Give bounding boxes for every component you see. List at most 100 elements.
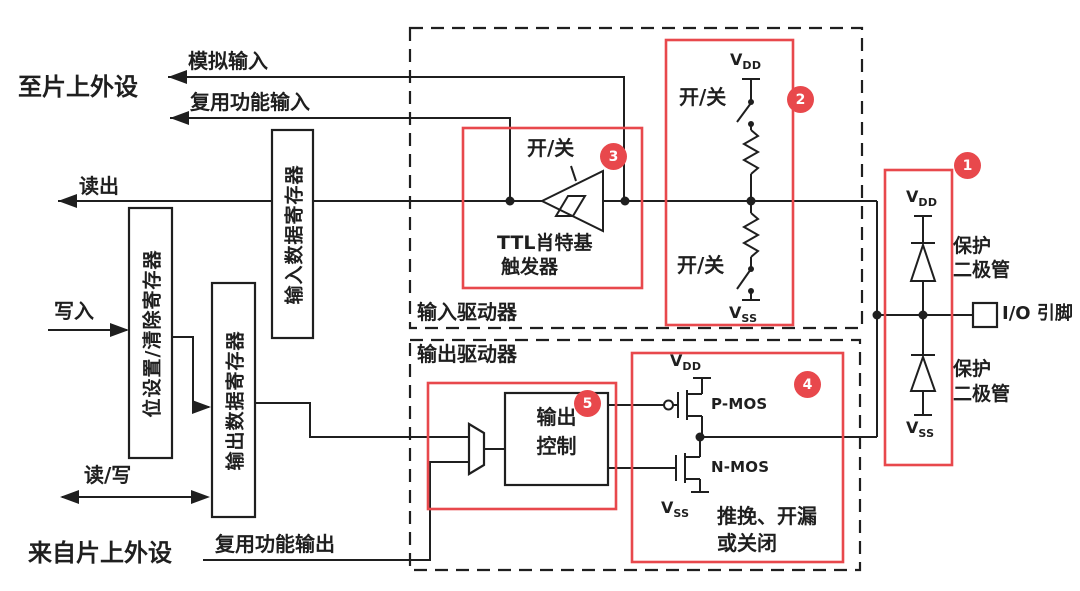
reg-input-data: 输入数据寄存器 xyxy=(272,130,313,338)
arrow-rw-left xyxy=(60,490,79,504)
label-protect-bottom-2: 二极管 xyxy=(953,383,1011,405)
output-control-label-1: 输出 xyxy=(536,405,577,429)
highlight-box-2-pull xyxy=(664,38,795,327)
box-output-data-register xyxy=(210,281,257,519)
vss-sub: SS xyxy=(918,427,935,440)
label-analog-input: 模拟输入 xyxy=(188,49,268,73)
diode-top-icon xyxy=(909,241,937,282)
vdd-protect-label: VDD xyxy=(906,187,938,209)
vdd-text: V xyxy=(906,187,919,206)
reg-input-data-label: 输入数据寄存器 xyxy=(283,163,306,305)
wire-odr-to-mux xyxy=(255,402,469,438)
vss-text: V xyxy=(729,303,742,322)
diode-bottom-icon xyxy=(909,353,937,392)
junction-dot xyxy=(505,196,515,206)
label-alt-func-input: 复用功能输入 xyxy=(190,90,310,114)
highlight-box-1-protection xyxy=(883,168,954,467)
vdd-sub: DD xyxy=(742,59,762,72)
label-protect-top-2: 二极管 xyxy=(953,259,1011,281)
badge-5: 5 xyxy=(574,390,601,417)
wire-alt-func-input xyxy=(170,117,511,201)
output-driver-frame xyxy=(408,338,862,572)
vdd-sub: DD xyxy=(918,196,938,209)
wires xyxy=(48,76,973,561)
badge-4: 4 xyxy=(794,371,821,398)
switch-contact-dot xyxy=(748,99,754,105)
label-write-in: 写入 xyxy=(54,299,94,323)
label-schmitt-name-1: TTL肖特基 xyxy=(497,232,593,254)
vdd-mos-label: VDD xyxy=(670,351,702,373)
highlight-box-4-mos xyxy=(630,351,845,564)
arrow-af-input-left xyxy=(170,111,189,125)
reg-bit-set-clear-label: 位设置/清除寄存器 xyxy=(141,249,164,417)
pullup-resistor xyxy=(741,129,761,175)
vdd-text: V xyxy=(670,351,683,370)
wire-schmitt-onoff-pointer xyxy=(570,165,577,182)
vss-pull-label: VSS xyxy=(729,303,757,325)
label-pullup-onoff: 开/关 xyxy=(679,85,727,109)
label-pulldown-onoff: 开/关 xyxy=(677,253,725,277)
box-bit-set-clear-register xyxy=(127,206,174,460)
box-input-data-register xyxy=(270,128,315,340)
driver-frames xyxy=(408,26,864,572)
label-schmitt-name-2: 触发器 xyxy=(501,256,559,278)
arrow-analog-left xyxy=(168,70,187,84)
label-nmos: N-MOS xyxy=(711,458,770,476)
label-read-out: 读出 xyxy=(79,174,119,198)
reg-output-data: 输出数据寄存器 xyxy=(212,283,255,517)
junction-dots xyxy=(505,99,928,442)
io-pin-square xyxy=(971,301,999,329)
vdd-sub: DD xyxy=(682,360,702,373)
label-mode-2: 或关闭 xyxy=(717,531,777,555)
label-alt-func-output: 复用功能输出 xyxy=(215,532,335,556)
schmitt-trigger-symbol xyxy=(539,169,604,233)
schmitt-triangle xyxy=(539,169,604,233)
hysteresis-icon xyxy=(554,195,587,217)
output-control-label-2: 控制 xyxy=(536,434,577,458)
vdd-text: V xyxy=(730,50,743,69)
arrow-write-right xyxy=(110,323,129,337)
arrowheads xyxy=(58,70,211,504)
switch-top-arm xyxy=(736,102,752,123)
block-boxes xyxy=(127,128,999,519)
junction-dot xyxy=(872,310,882,320)
badge-2: 2 xyxy=(787,86,814,113)
label-from-onchip-peripherals: 来自片上外设 xyxy=(28,539,172,567)
input-driver-frame xyxy=(408,26,864,330)
label-io-pin: I/O 引脚 xyxy=(1002,303,1073,324)
label-protect-top-1: 保护 xyxy=(953,235,992,257)
junction-dot xyxy=(620,196,630,206)
junction-dot xyxy=(746,196,756,206)
switch-bottom-arm xyxy=(736,268,752,290)
label-pmos: P-MOS xyxy=(711,395,768,413)
wire-bsr-to-odr xyxy=(172,336,209,408)
label-input-driver: 输入驱动器 xyxy=(417,300,517,324)
vss-text: V xyxy=(906,418,919,437)
vss-sub: SS xyxy=(673,507,690,520)
nmos-leads xyxy=(685,437,701,492)
label-mode-1: 推挽、开漏 xyxy=(717,504,817,528)
switch-contact-dot xyxy=(748,288,754,294)
switch-contact-dot xyxy=(748,121,754,127)
highlight-box-5-control xyxy=(426,381,618,511)
arrow-bsr-odr-right xyxy=(192,400,211,414)
pulldown-resistor xyxy=(741,212,761,258)
label-protect-bottom-1: 保护 xyxy=(953,358,992,380)
pull-network xyxy=(736,78,761,301)
arrow-rw-right xyxy=(191,490,210,504)
mux-symbol xyxy=(467,422,486,476)
badge-1: 1 xyxy=(954,152,981,179)
reg-output-data-label: 输出数据寄存器 xyxy=(224,329,247,471)
junction-dot xyxy=(918,310,928,320)
pmos-bubble-icon xyxy=(663,399,674,411)
highlight-boxes xyxy=(426,38,954,564)
highlight-box-3-schmitt xyxy=(461,126,644,290)
protection-diodes xyxy=(909,215,937,416)
label-read-write: 读/写 xyxy=(84,463,132,487)
badge-3: 3 xyxy=(600,143,627,170)
arrow-read-left xyxy=(58,194,77,208)
vss-text: V xyxy=(661,498,674,517)
mosfets xyxy=(663,377,711,493)
